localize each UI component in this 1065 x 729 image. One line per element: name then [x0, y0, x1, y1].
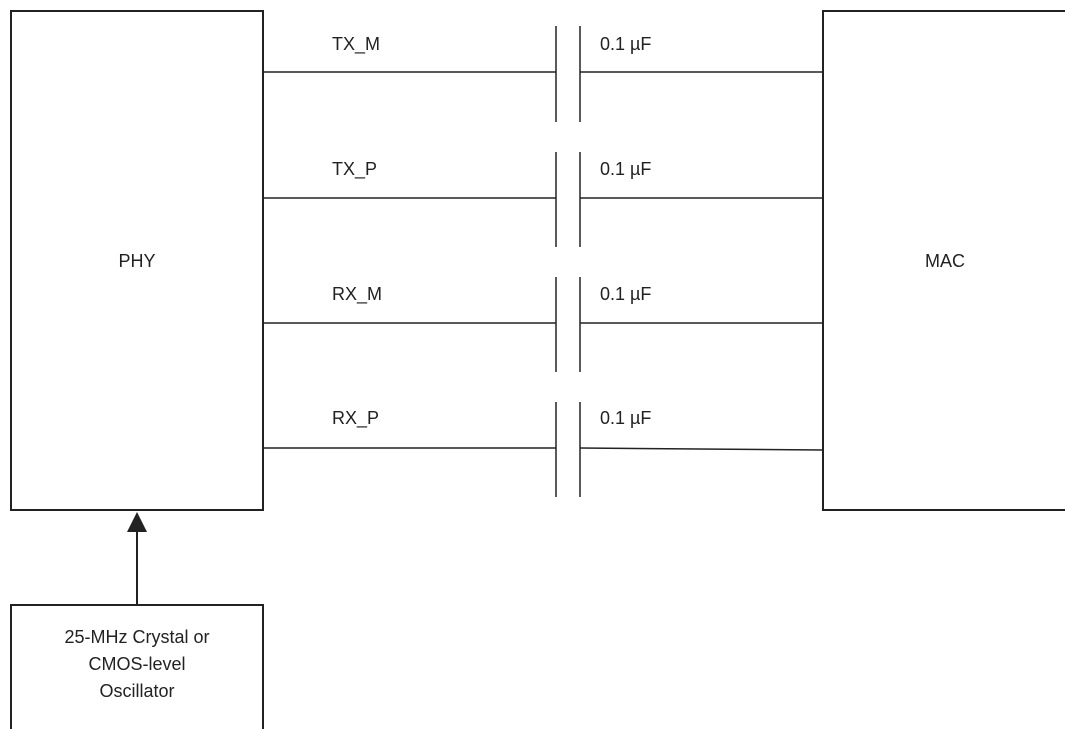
- signal-label: RX_P: [332, 408, 379, 429]
- oscillator-label-line1: 25-MHz Crystal or: [64, 627, 209, 647]
- phy-label: PHY: [118, 251, 155, 271]
- signal-rx-p: RX_P 0.1 µF: [263, 402, 824, 497]
- signal-label: TX_M: [332, 34, 380, 55]
- oscillator-label-line2: CMOS-level: [88, 654, 185, 674]
- mac-block: [822, 10, 1065, 511]
- signal-tx-m: TX_M 0.1 µF: [263, 26, 823, 122]
- signal-label: RX_M: [332, 284, 382, 305]
- signal-label: TX_P: [332, 159, 377, 180]
- oscillator-label-line3: Oscillator: [99, 681, 174, 701]
- wire-right: [579, 447, 824, 451]
- signal-tx-p: TX_P 0.1 µF: [263, 152, 823, 247]
- capacitor-value: 0.1 µF: [600, 408, 651, 428]
- capacitor-value: 0.1 µF: [600, 159, 651, 179]
- phy-block: [10, 10, 264, 511]
- capacitor-value: 0.1 µF: [600, 34, 651, 54]
- mac-label: MAC: [925, 251, 965, 271]
- capacitor-value: 0.1 µF: [600, 284, 651, 304]
- signal-rx-m: RX_M 0.1 µF: [263, 277, 823, 372]
